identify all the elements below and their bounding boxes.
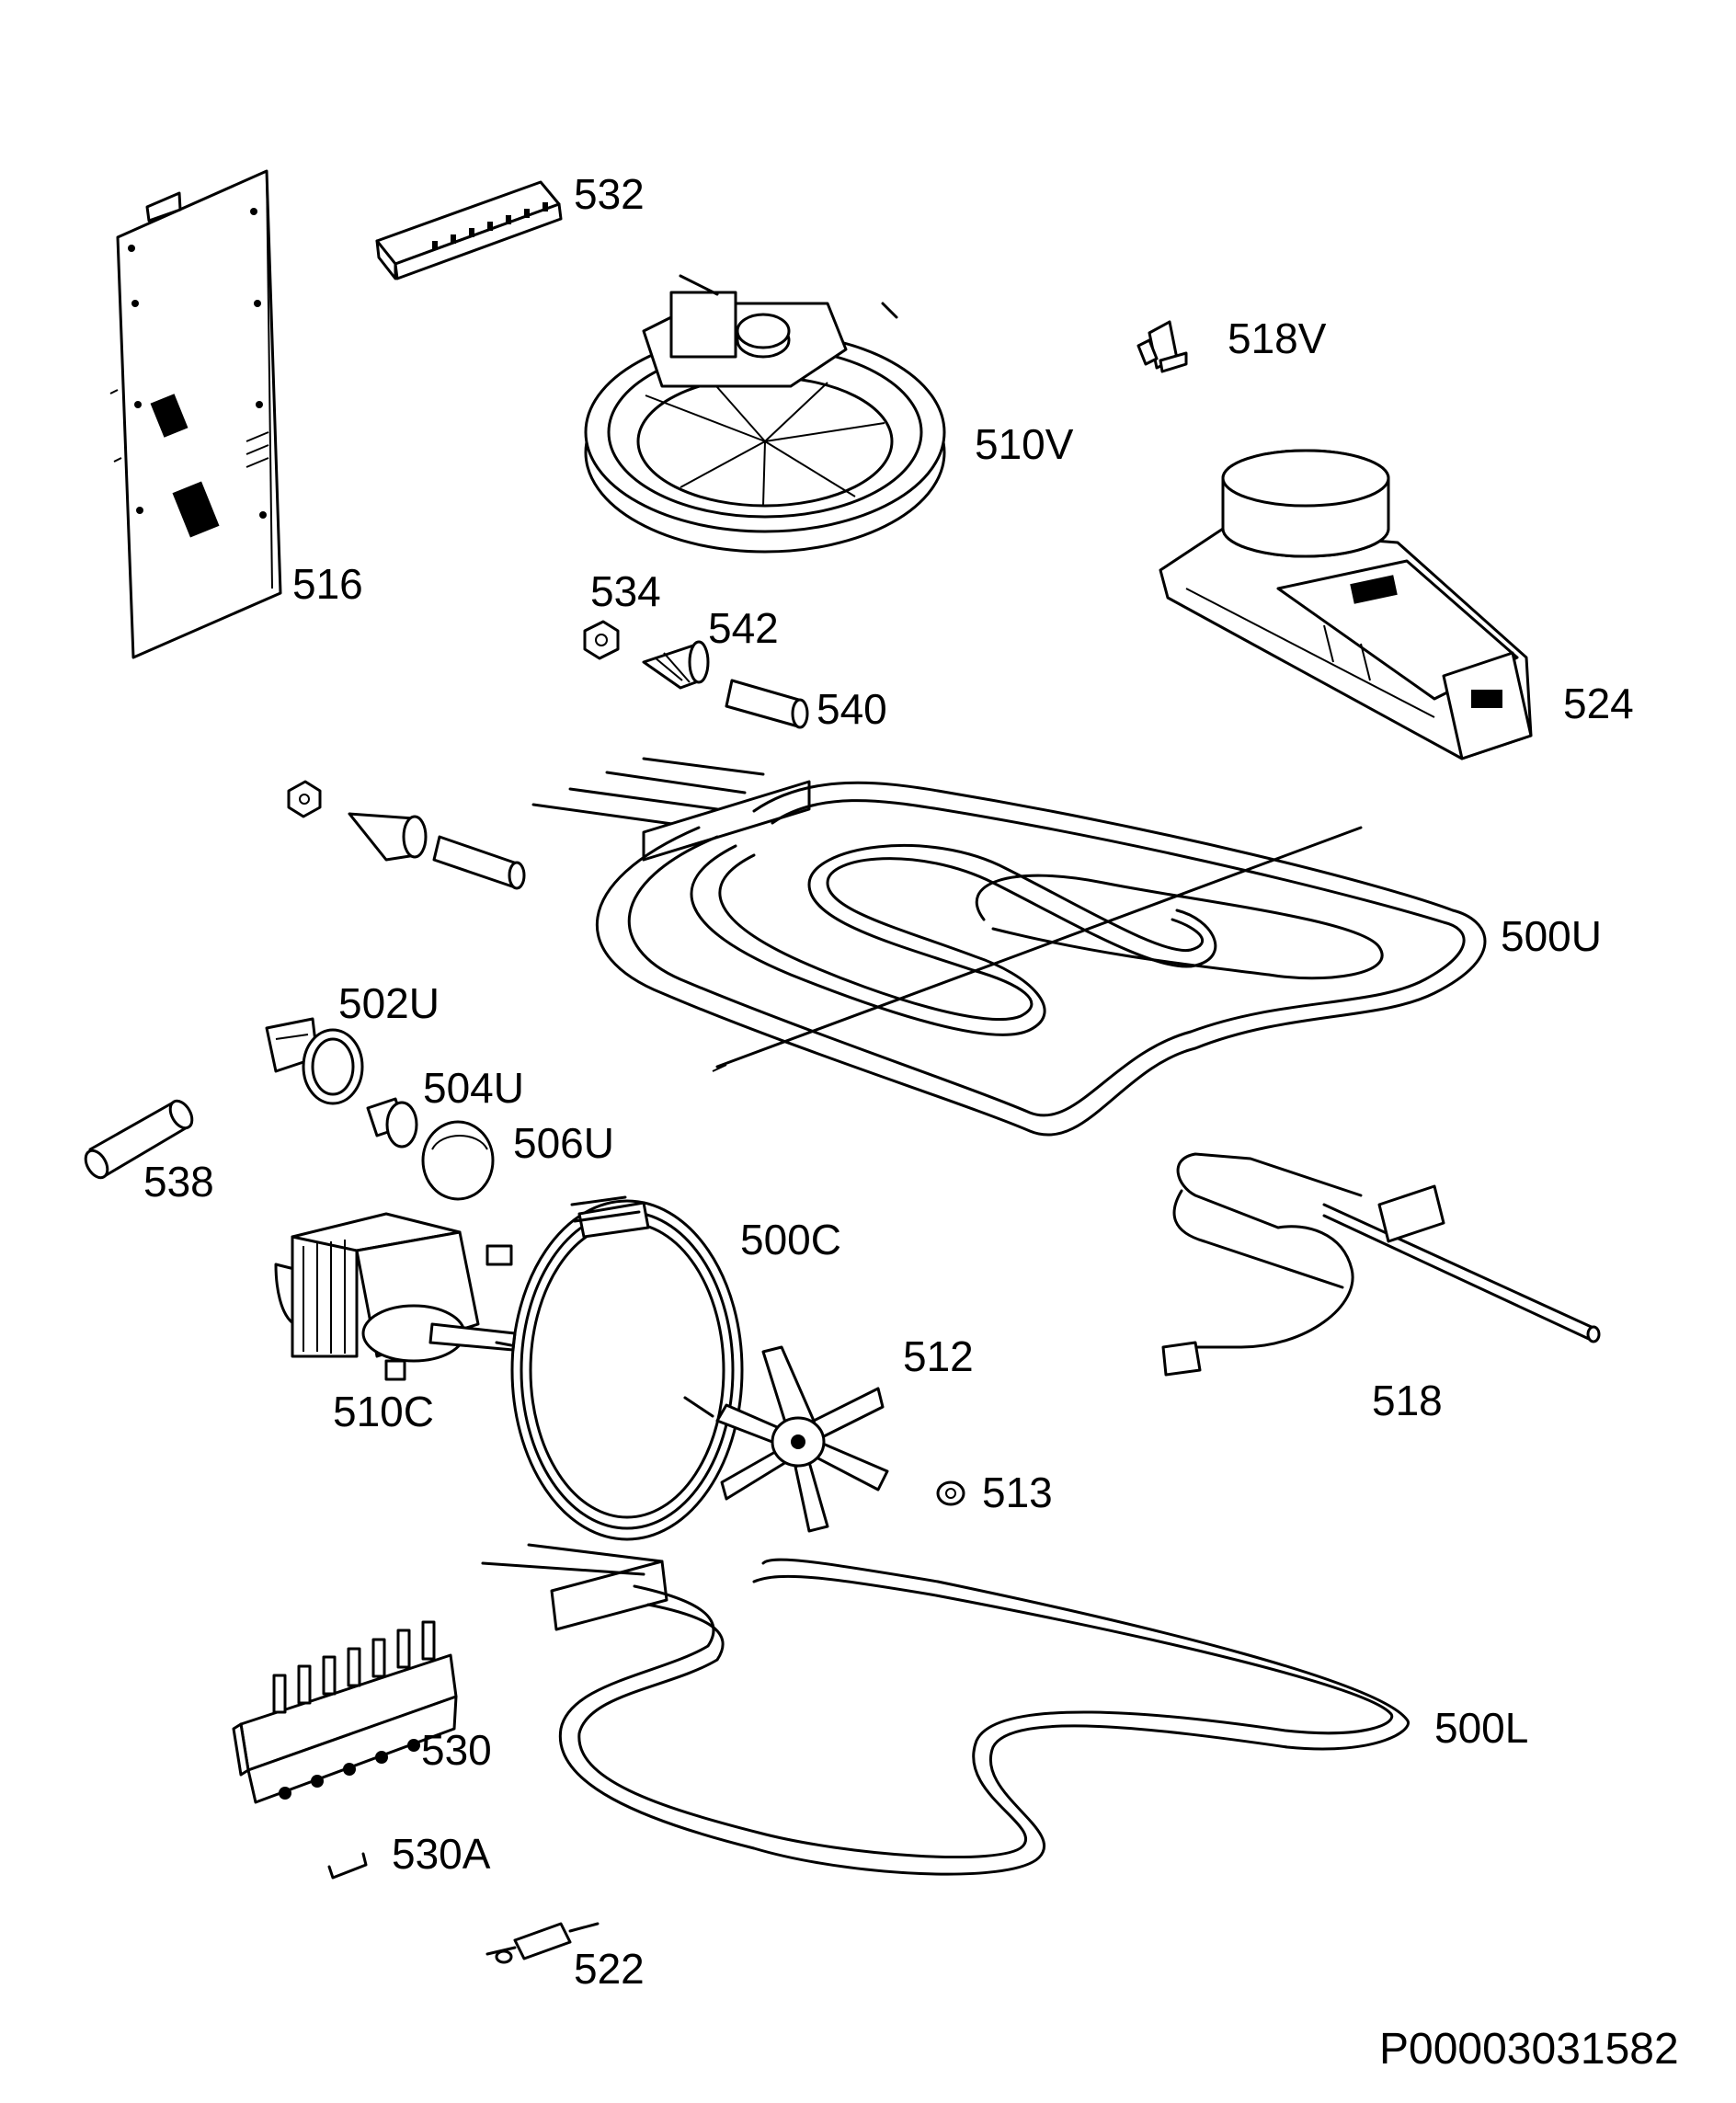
lamp-cover-icon — [421, 1120, 495, 1201]
part-label-530A[interactable]: 530A — [392, 1830, 491, 1878]
part-label-534[interactable]: 534 — [590, 567, 661, 615]
lower-heating-element-icon — [481, 1543, 1410, 1876]
part-label-506U[interactable]: 506U — [513, 1119, 614, 1167]
bridge-clip-icon — [327, 1852, 368, 1880]
terminal-block-icon — [232, 1620, 458, 1804]
terminal-strip-icon — [375, 180, 563, 280]
part-label-538[interactable]: 538 — [143, 1158, 214, 1206]
part-label-532[interactable]: 532 — [574, 170, 645, 218]
control-pcb-board-icon — [109, 169, 282, 659]
upper-grill-heating-element-icon — [531, 757, 1487, 1137]
part-label-500C[interactable]: 500C — [740, 1216, 841, 1263]
door-lock-motor-icon — [1159, 449, 1533, 760]
part-label-522[interactable]: 522 — [574, 1945, 645, 1993]
sleeve-tube-icon — [725, 679, 809, 729]
temperature-sensor-icon — [1161, 1152, 1601, 1377]
part-label-513[interactable]: 513 — [982, 1469, 1053, 1516]
cone-insulator-icon — [642, 640, 710, 690]
part-label-510C[interactable]: 510C — [333, 1388, 434, 1435]
fan-blade-icon — [715, 1345, 889, 1533]
part-label-504U[interactable]: 504U — [423, 1064, 524, 1112]
document-code: P00003031582 — [1379, 2025, 1679, 2074]
part-label-516[interactable]: 516 — [292, 560, 363, 608]
part-label-540[interactable]: 540 — [817, 685, 887, 733]
small-bracket-icon — [1136, 320, 1188, 373]
part-label-500U[interactable]: 500U — [1501, 912, 1602, 960]
circular-heating-element-icon — [510, 1195, 744, 1541]
thermal-fuse-icon — [485, 1922, 600, 1964]
part-label-502U[interactable]: 502U — [338, 979, 440, 1027]
lamp-bulb-icon — [366, 1097, 418, 1149]
convection-fan-motor-icon — [274, 1212, 517, 1381]
part-label-500L[interactable]: 500L — [1434, 1704, 1529, 1752]
part-label-518[interactable]: 518 — [1372, 1377, 1443, 1424]
insulation-roll-icon — [84, 1099, 194, 1180]
part-label-524[interactable]: 524 — [1563, 680, 1634, 727]
fan-nut-icon — [936, 1480, 965, 1506]
part-label-542[interactable]: 542 — [708, 604, 779, 652]
part-label-510V[interactable]: 510V — [975, 420, 1074, 468]
lamp-holder-icon — [265, 1017, 364, 1105]
nut-icon — [583, 620, 620, 660]
part-label-518V[interactable]: 518V — [1228, 314, 1327, 362]
cooling-fan-assembly-icon — [584, 274, 946, 554]
part-label-530[interactable]: 530 — [421, 1726, 492, 1774]
part-label-512[interactable]: 512 — [903, 1332, 974, 1380]
nut-cone-sleeve-set-icon — [287, 780, 526, 890]
